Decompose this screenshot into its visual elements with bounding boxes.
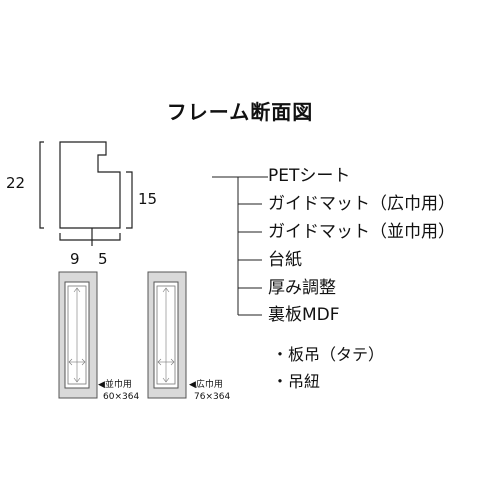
layer-label-backing-board: 台紙 xyxy=(268,250,302,270)
dimension-bracket-15 xyxy=(126,171,133,229)
accessory-hanging-cord: ・吊紐 xyxy=(272,372,321,391)
layer-label-back-panel-mdf: 裏板MDF xyxy=(268,305,340,325)
dimension-label-15: 15 xyxy=(138,190,158,208)
dimension-label-22: 22 xyxy=(6,174,26,192)
layer-leader-lines xyxy=(212,176,268,316)
mat-note-wide-size: 76×364 xyxy=(194,392,231,402)
layer-label-pet-sheet: PETシート xyxy=(268,166,351,186)
mat-note-wide-label: ◀広巾用 xyxy=(189,380,223,390)
dimension-label-5: 5 xyxy=(98,250,108,268)
mat-note-narrow: ◀並巾用 60×364 xyxy=(98,379,139,403)
layer-label-guide-mat-wide: ガイドマット（広巾用） xyxy=(268,194,455,214)
layer-label-thickness-adjust: 厚み調整 xyxy=(268,278,336,298)
mat-panel-wide xyxy=(147,271,187,399)
diagram-title: フレーム断面図 xyxy=(166,100,314,124)
layer-label-guide-mat-narrow: ガイドマット（並巾用） xyxy=(268,222,455,242)
mat-panel-narrow xyxy=(58,271,98,399)
dimension-bracket-width xyxy=(59,228,121,246)
dimension-label-9: 9 xyxy=(70,250,80,268)
accessory-hanger-plate: ・板吊（タテ） xyxy=(272,345,385,364)
mat-note-narrow-size: 60×364 xyxy=(103,392,140,402)
mat-note-narrow-label: ◀並巾用 xyxy=(98,380,132,390)
dimension-bracket-22 xyxy=(39,141,44,229)
mat-note-wide: ◀広巾用 76×364 xyxy=(189,379,230,403)
frame-profile xyxy=(59,141,121,229)
